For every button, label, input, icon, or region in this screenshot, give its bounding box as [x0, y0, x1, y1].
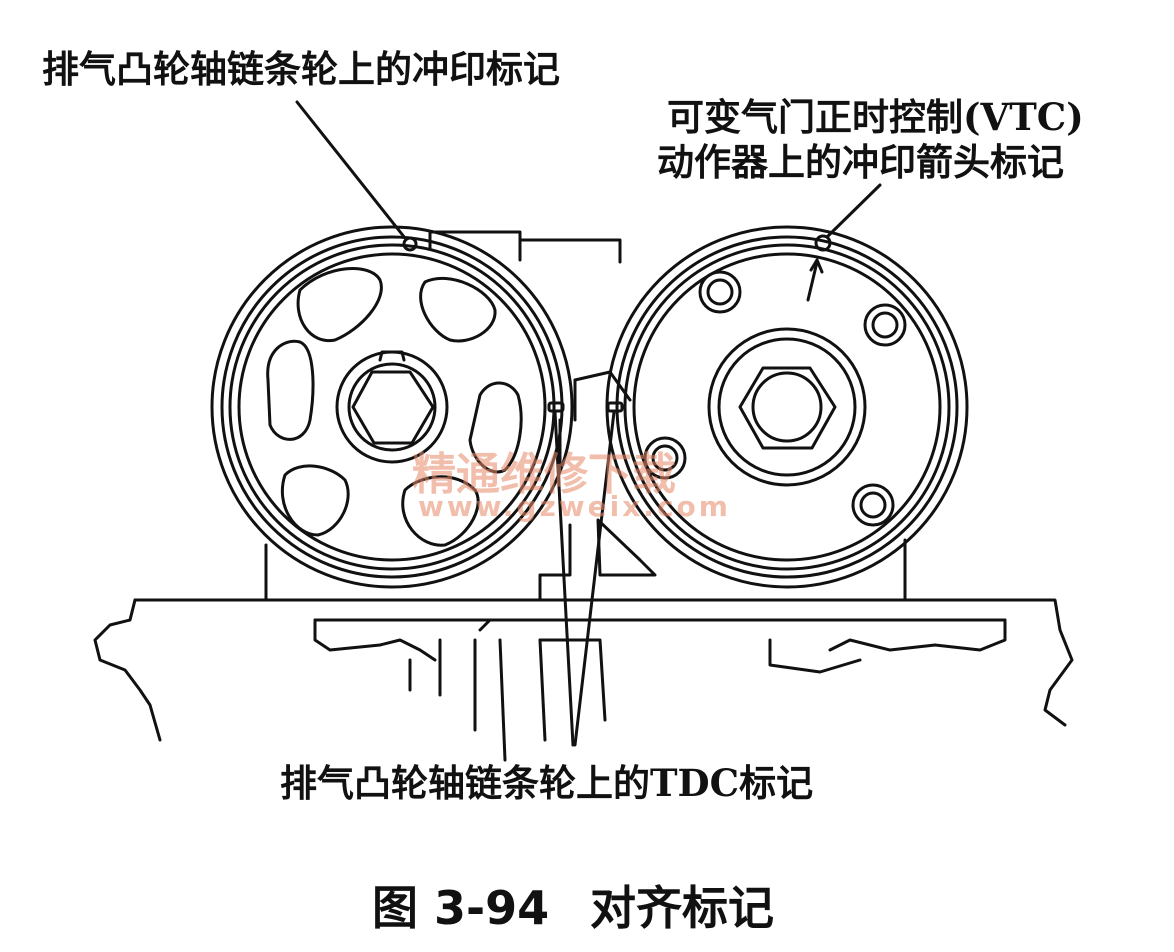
vtc-label-line-1: 可变气门正时控制(VTC): [667, 95, 1084, 139]
tdc-leader-line-right: [573, 410, 616, 747]
vtc-leader-line: [826, 183, 882, 238]
exhaust-punch-mark-dot: [402, 236, 418, 252]
watermark-title: 精通维修下载: [412, 449, 676, 500]
punch-mark-leader-line: [295, 100, 407, 240]
exhaust-tdc-mark-right: [606, 401, 624, 413]
vtc-actuator-sprocket: [605, 225, 969, 589]
vtc-label-line-2: 动作器上的冲印箭头标记: [657, 140, 1064, 184]
vtc-punch-mark-dot: [814, 234, 832, 252]
exhaust-punch-mark-label: 排气凸轮轴链条轮上的冲印标记: [42, 47, 560, 91]
figure-title: 对齐标记: [590, 881, 774, 935]
cylinder-head: [93, 598, 1074, 762]
vtc-punched-arrow: [806, 258, 824, 302]
watermark-url: www.gzweix.com: [418, 490, 731, 523]
tdc-leader-line-left: [553, 410, 575, 747]
bracket-outline: [264, 230, 907, 602]
exhaust-cam-sprocket: [210, 225, 574, 589]
exhaust-tdc-mark-label: 排气凸轮轴链条轮上的TDC标记: [280, 761, 814, 805]
figure-number: 图 3-94: [372, 881, 550, 935]
